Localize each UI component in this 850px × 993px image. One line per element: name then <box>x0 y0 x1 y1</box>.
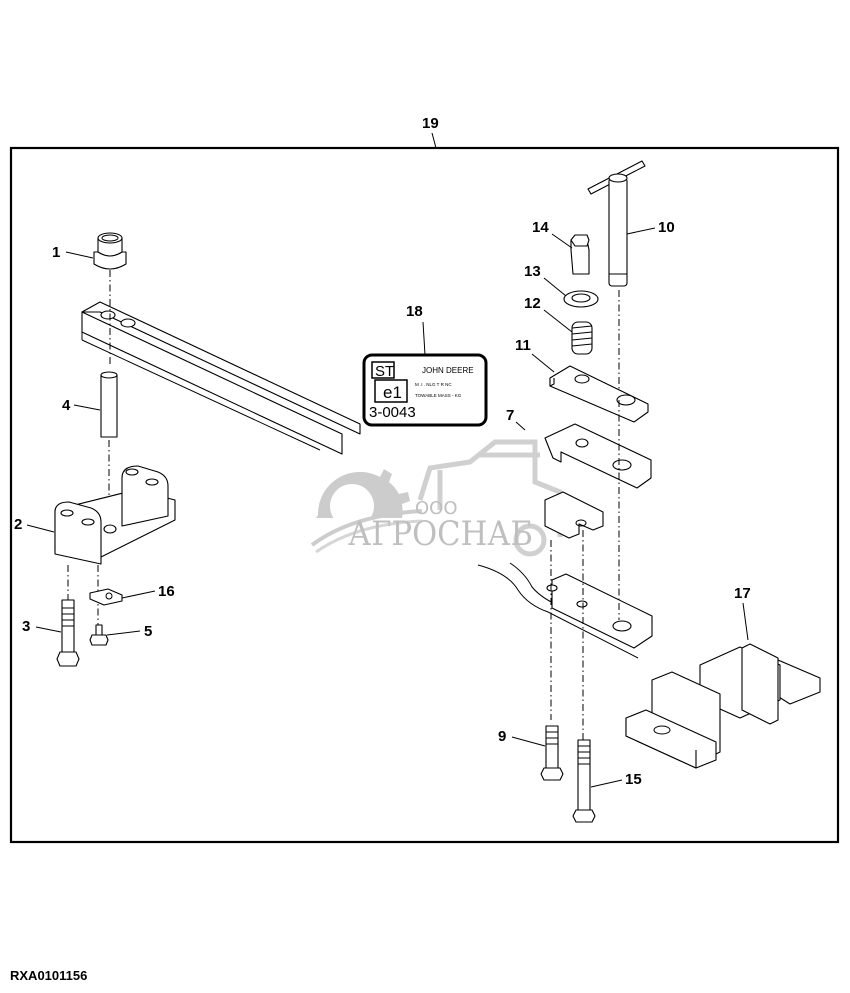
callout-15: 15 <box>625 771 642 788</box>
harvester-icon <box>417 439 563 557</box>
callout-19-leader <box>431 132 437 149</box>
watermark-prefix: ООО <box>415 498 458 519</box>
figure-reference-code: RXA0101156 <box>10 968 88 983</box>
drawbar-left <box>81 301 361 455</box>
callout-18: 18 <box>406 303 423 320</box>
part-15-bolt <box>572 739 596 823</box>
gear-icon <box>316 469 410 528</box>
part-9-bolt <box>540 725 564 781</box>
part-13-washer <box>563 290 599 308</box>
decal-number: 3-0043 <box>369 404 416 421</box>
part-7-hitch-plates <box>544 423 652 539</box>
drawbar-right <box>477 562 653 659</box>
callout-16: 16 <box>158 583 175 600</box>
part-12-spring <box>571 321 593 355</box>
part-10-tpin <box>587 160 646 287</box>
part-16-clip <box>89 588 123 606</box>
part-17-hitch-block <box>625 643 821 769</box>
decal-st-mark: ST <box>375 363 394 380</box>
part-3-bolt <box>56 599 80 667</box>
part-2-bracket <box>54 465 176 565</box>
callout-5: 5 <box>144 623 152 640</box>
decal-line-2: TOWABLE MASS - KG <box>415 393 462 398</box>
part-11-latch <box>549 365 649 423</box>
callout-3: 3 <box>22 618 30 635</box>
callout-4: 4 <box>62 397 71 414</box>
part-18-decal: ST e1 3-0043 JOHN DEERE M .I . NLG T R N… <box>362 353 488 427</box>
assembly-frame <box>9 146 840 844</box>
part-14-bolt <box>570 234 590 275</box>
callout-12: 12 <box>524 295 541 312</box>
callout-17: 17 <box>734 585 751 602</box>
decal-e-mark: e1 <box>383 383 402 402</box>
watermark-name: АГРОСНАБ <box>348 514 533 554</box>
callout-9: 9 <box>498 728 506 745</box>
callout-11: 11 <box>515 337 531 354</box>
decal-brand: JOHN DEERE <box>422 366 474 375</box>
part-4-pin <box>100 371 118 438</box>
callout-14: 14 <box>532 219 549 236</box>
callout-7: 7 <box>506 407 514 424</box>
part-1-bushing <box>93 232 127 270</box>
callout-2: 2 <box>14 516 22 533</box>
callout-1: 1 <box>52 244 60 261</box>
callout-19: 19 <box>422 115 439 132</box>
part-5-screw <box>89 624 109 646</box>
decal-line-1: M .I . NLG T R NC <box>415 382 452 387</box>
callout-13: 13 <box>524 263 541 280</box>
watermark-logo: ООО АГРОСНАБ <box>310 439 563 557</box>
callout-10: 10 <box>658 219 675 236</box>
